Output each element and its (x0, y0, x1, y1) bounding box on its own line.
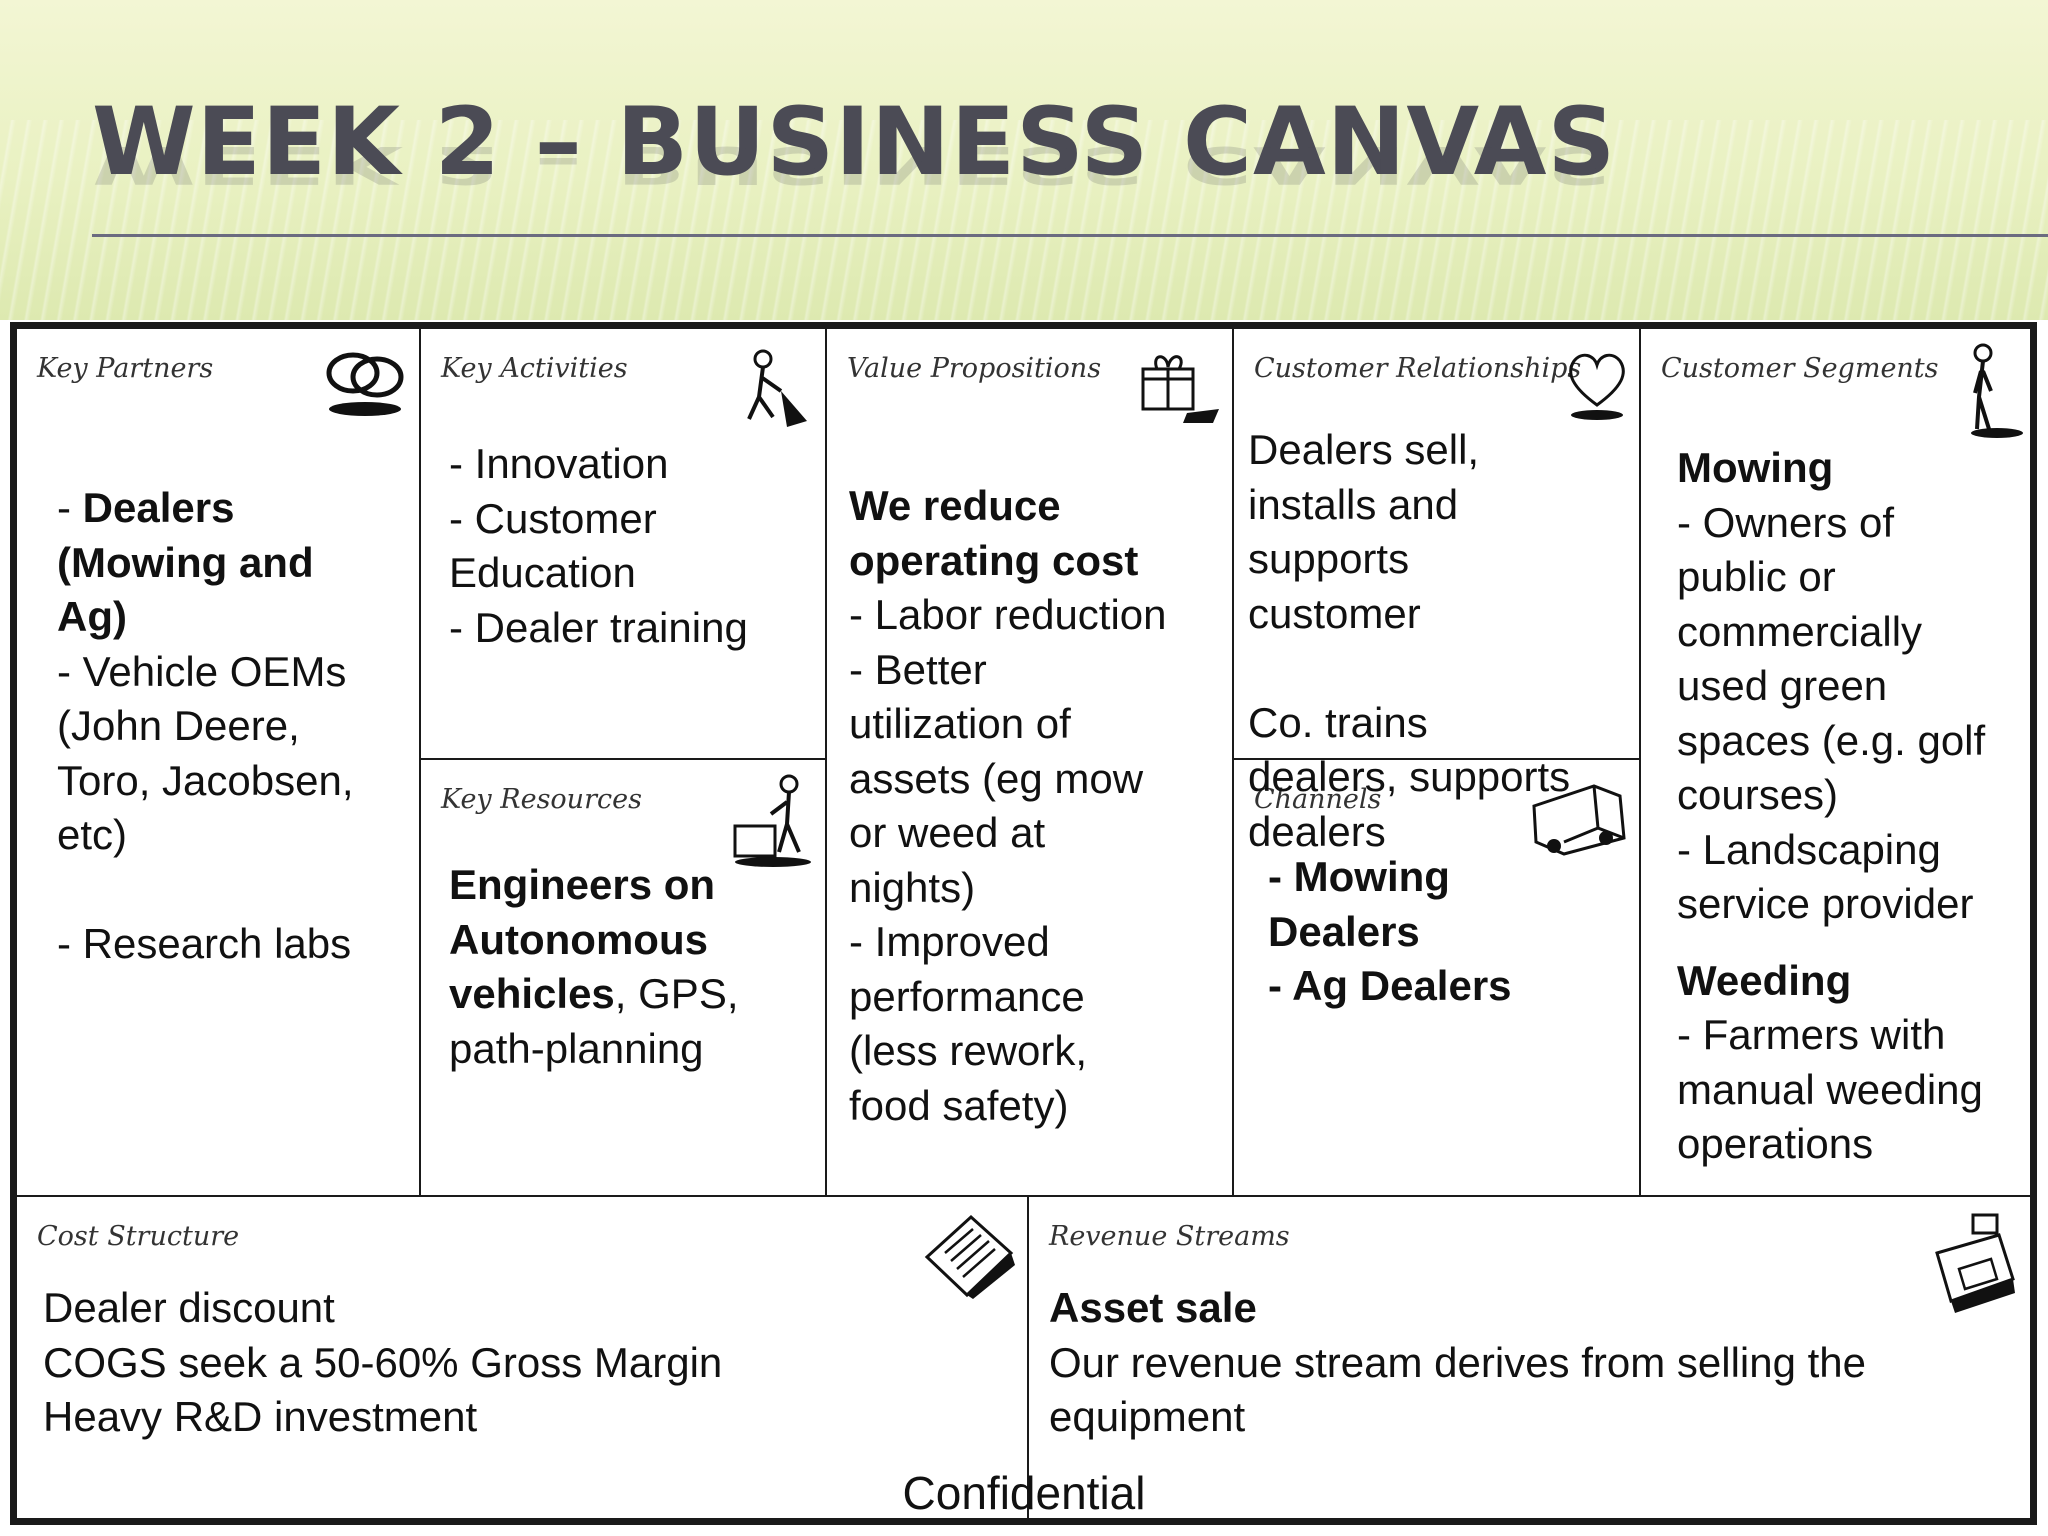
slide-header: WEEK 2 – BUSINESS CANVAS WEEK 2 – BUSINE… (0, 0, 2048, 320)
slide-title: WEEK 2 – BUSINESS CANVAS (92, 88, 1617, 197)
key-partners-block: Key Partners - Dealers (Mowing and Ag) -… (15, 327, 421, 1197)
worker-with-machine-icon (733, 774, 811, 867)
key-resources-heading: Key Resources (441, 784, 642, 815)
customer-segments-text: Mowing - Owners of public or commerciall… (1677, 444, 1986, 1167)
key-activities-block: Key Activities - Innovation - Customer E… (419, 327, 827, 760)
key-resources-block: Key Resources Engineers on Autonomous ve… (419, 758, 827, 1197)
header-stripes (0, 120, 2048, 320)
heart-icon (1569, 353, 1625, 420)
revenue-streams-block: Revenue Streams Asset sale Our revenue s… (1027, 1195, 2032, 1520)
revenue-streams-heading: Revenue Streams (1049, 1221, 1290, 1252)
channels-heading: Channels (1254, 784, 1382, 815)
customer-relationships-heading: Customer Relationships (1254, 353, 1582, 384)
customer-segments-block: Customer Segments Mowing - Owners of pub… (1639, 327, 2032, 1197)
title-underline (92, 234, 2048, 237)
cost-structure-text: Dealer discount COGS seek a 50-60% Gross… (43, 1284, 723, 1440)
key-resources-text: Engineers on Autonomous vehicles, GPS, p… (449, 861, 739, 1072)
cost-structure-block: Cost Structure Dealer discount COGS seek… (15, 1195, 1029, 1520)
cash-register-icon (1935, 1213, 2015, 1313)
value-propositions-heading: Value Propositions (847, 353, 1102, 384)
revenue-streams-text: Asset sale Our revenue stream derives fr… (1049, 1284, 1867, 1440)
business-canvas: Key Partners - Dealers (Mowing and Ag) -… (10, 322, 2037, 1525)
gift-box-icon (1141, 355, 1219, 423)
key-activities-text: - Innovation - Customer Education - Deal… (449, 440, 748, 651)
channels-text: - Mowing Dealers - Ag Dealers (1268, 853, 1512, 1009)
channels-block: Channels - Mowing Dealers - Ag Dealers (1232, 758, 1641, 1197)
customer-relationships-text: Dealers sell, installs and supports cust… (1248, 426, 1571, 855)
truck-icon (1532, 784, 1626, 856)
standing-person-icon (1971, 343, 2023, 438)
paper-list-icon (924, 1214, 1015, 1299)
slide-title-reflection: WEEK 2 – BUSINESS CANVAS (92, 134, 1617, 195)
linked-rings-icon (326, 352, 404, 416)
customer-segments-heading: Customer Segments (1661, 353, 1939, 384)
value-propositions-block: Value Propositions We reduce operating c… (825, 327, 1234, 1197)
key-partners-text: - Dealers (Mowing and Ag) - Vehicle OEMs… (57, 484, 354, 967)
key-partners-heading: Key Partners (37, 353, 214, 384)
cost-structure-heading: Cost Structure (37, 1221, 240, 1252)
confidential-footer: Confidential (902, 1467, 1146, 1519)
key-activities-heading: Key Activities (441, 353, 628, 384)
worker-icon (747, 349, 807, 427)
value-propositions-text: We reduce operating cost - Labor reducti… (849, 482, 1167, 1129)
